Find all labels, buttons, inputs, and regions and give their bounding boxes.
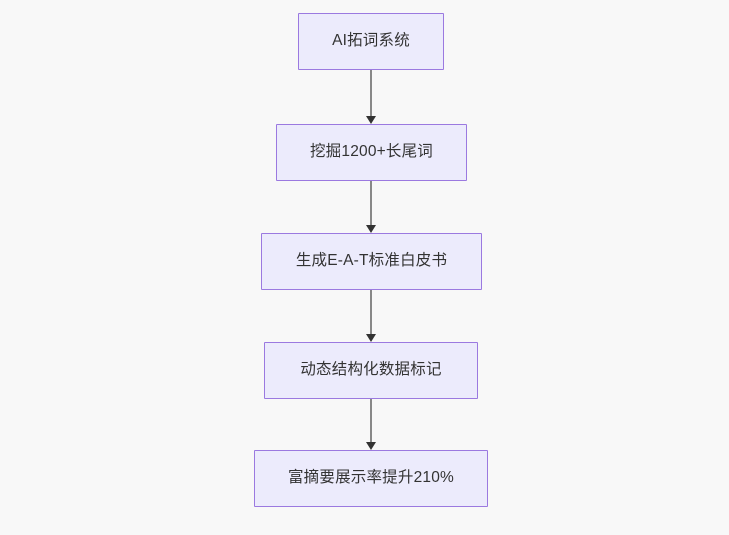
arrowhead-icon xyxy=(366,116,376,124)
edge-line xyxy=(370,290,372,335)
arrowhead-icon xyxy=(366,334,376,342)
edge-line xyxy=(370,70,372,117)
edge-line xyxy=(370,181,372,226)
flow-node-ai-keyword-system[interactable]: AI拓词系统 xyxy=(298,13,444,70)
arrowhead-icon xyxy=(366,442,376,450)
flow-node-rich-snippet-impression-uplift[interactable]: 富摘要展示率提升210% xyxy=(254,450,488,507)
arrowhead-icon xyxy=(366,225,376,233)
edge-line xyxy=(370,399,372,443)
flow-node-generate-eat-whitepaper[interactable]: 生成E-A-T标准白皮书 xyxy=(261,233,482,290)
flow-node-dynamic-structured-data-markup[interactable]: 动态结构化数据标记 xyxy=(264,342,478,399)
flow-node-mine-longtail-keywords[interactable]: 挖掘1200+长尾词 xyxy=(276,124,467,181)
